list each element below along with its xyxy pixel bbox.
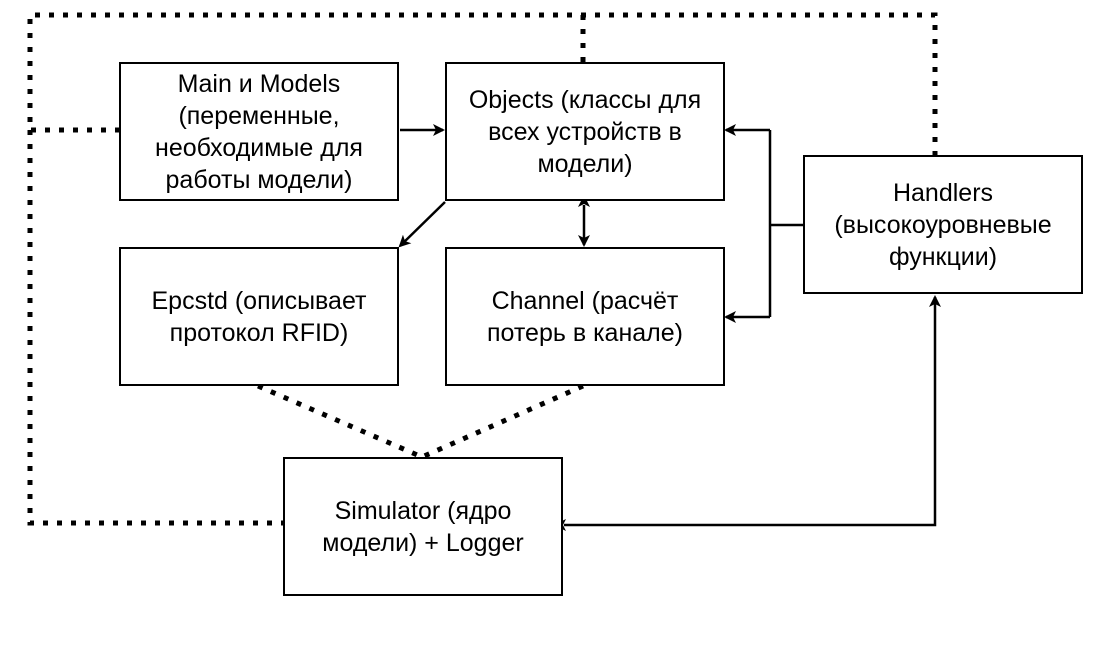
main-models-box: Main и Models (переменные, необходимые д… — [119, 62, 399, 201]
dotted-epcstd-simulator — [257, 383, 423, 460]
objects-box: Objects (классы для всех устройств в мод… — [445, 62, 725, 201]
channel-line-2: потерь в канале) — [487, 318, 683, 347]
handlers-line-2: (высокоуровневые — [834, 210, 1052, 239]
dotted-left-loop — [27, 130, 283, 526]
handlers-branch — [768, 130, 803, 317]
main-models-line-1: Main и Models — [177, 69, 341, 98]
objects-line-2: всех устройств в — [488, 117, 682, 146]
channel-box: Channel (расчёт потерь в канале) — [445, 247, 725, 386]
epcstd-box: Epcstd (описывает протокол RFID) — [119, 247, 399, 386]
handlers-line-3: функции) — [888, 242, 998, 271]
main-models-line-3: необходимые для — [155, 133, 363, 162]
handlers-box: Handlers (высокоуровневые функции) — [803, 155, 1083, 294]
epcstd-line-2: протокол RFID) — [169, 318, 349, 347]
objects-line-3: модели) — [537, 149, 633, 178]
arrow-simulator-handlers — [554, 295, 941, 531]
dotted-outer-loop — [27, 12, 938, 155]
main-models-line-2: (переменные, — [178, 101, 340, 130]
objects-line-1: Objects (классы для — [468, 85, 702, 114]
arrow-objects-to-epcstd — [398, 201, 446, 248]
main-models-line-4: работы модели) — [165, 165, 353, 194]
channel-line-1: Channel (расчёт — [491, 286, 679, 315]
simulator-box: Simulator (ядро модели) + Logger — [283, 457, 563, 596]
simulator-line-2: модели) + Logger — [322, 528, 524, 557]
epcstd-line-1: Epcstd (описывает — [151, 286, 367, 315]
simulator-line-1: Simulator (ядро — [334, 496, 512, 525]
handlers-line-1: Handlers — [892, 178, 994, 207]
dotted-channel-simulator — [420, 383, 585, 460]
